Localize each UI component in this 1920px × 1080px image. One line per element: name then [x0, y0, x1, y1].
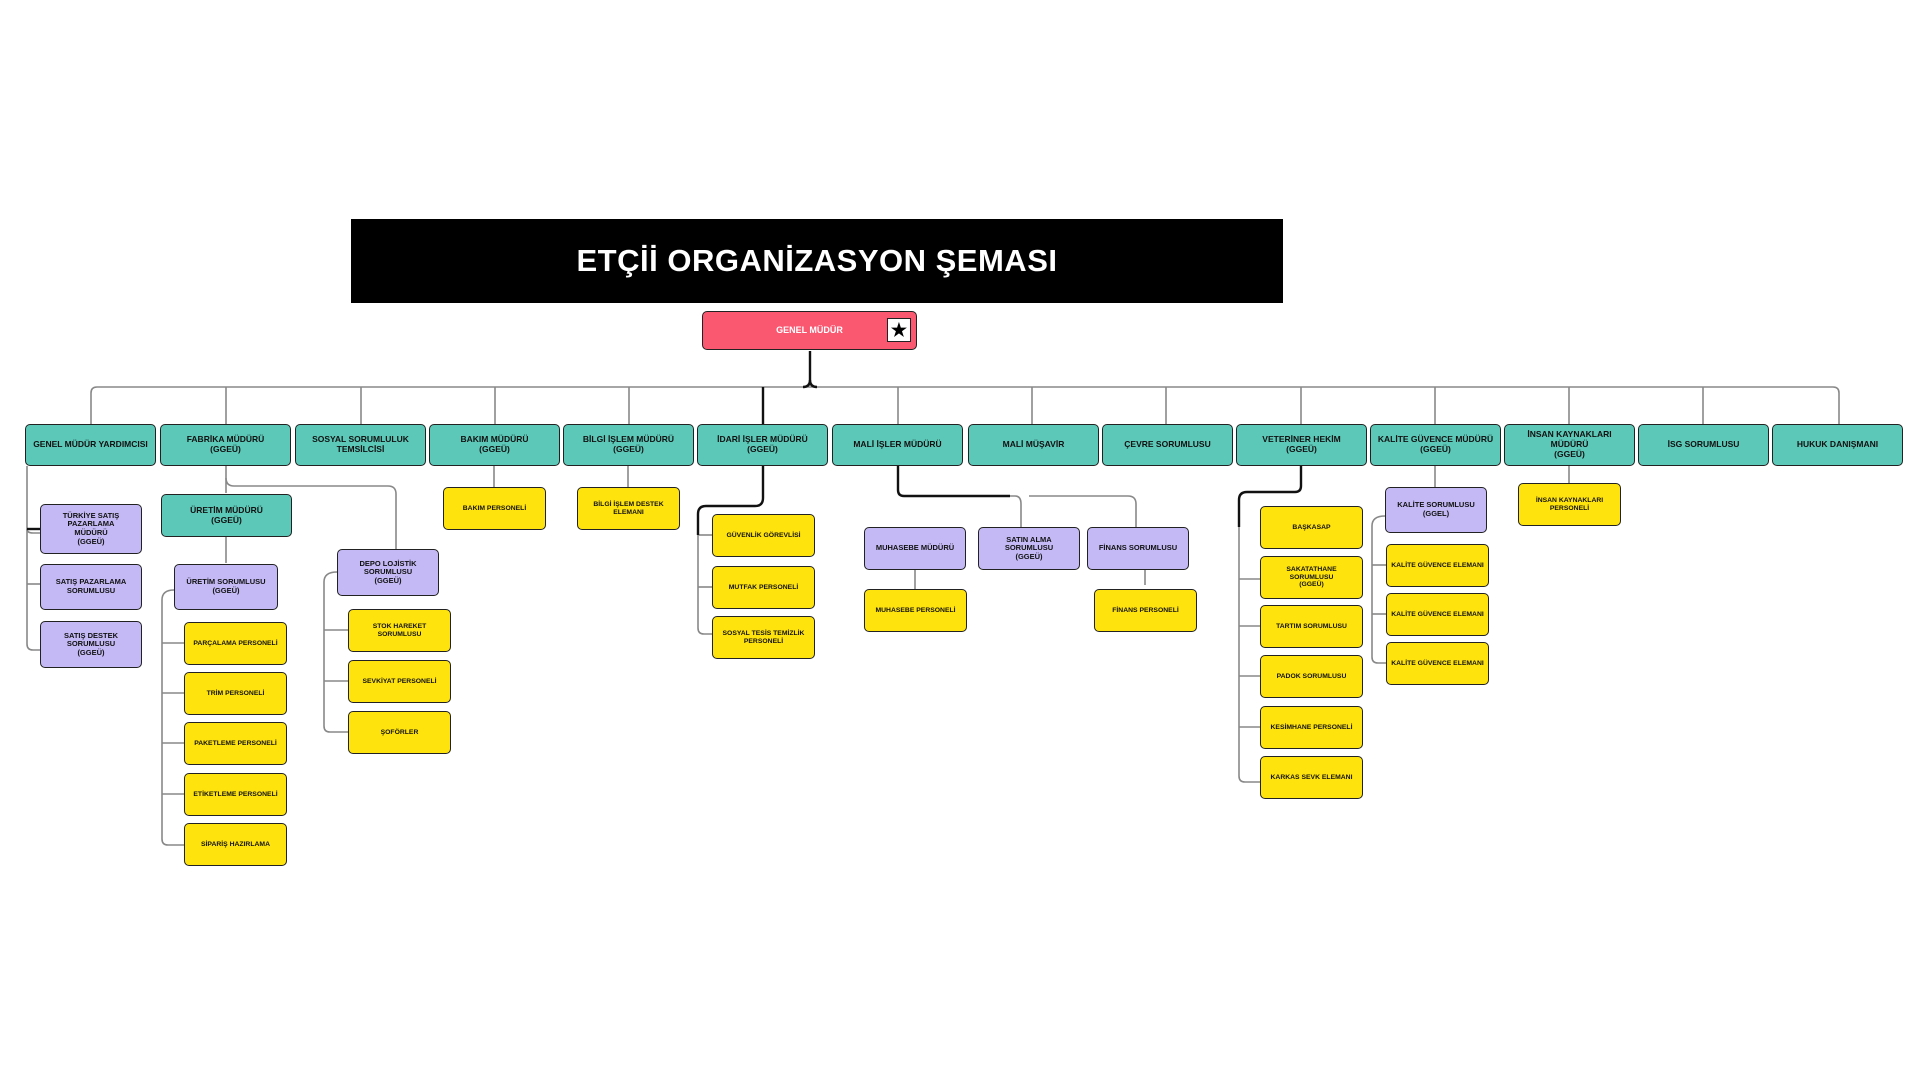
- node-bakim-muduru[interactable]: BAKIM MÜDÜRÜ (GGEÜ): [429, 424, 560, 466]
- node-cevre-sorumlusu[interactable]: ÇEVRE SORUMLUSU: [1102, 424, 1233, 466]
- node-baskasap[interactable]: BAŞKASAP: [1260, 506, 1363, 549]
- root-general-manager[interactable]: GENEL MÜDÜR ★: [702, 311, 917, 350]
- star-icon: ★: [887, 318, 911, 342]
- node-sakatathane[interactable]: SAKATATHANE SORUMLUSU (GGEÜ): [1260, 556, 1363, 599]
- node-muhasebe-muduru[interactable]: MUHASEBE MÜDÜRÜ: [864, 527, 966, 570]
- node-karkas[interactable]: KARKAS SEVK ELEMANI: [1260, 756, 1363, 799]
- node-parcalama[interactable]: PARÇALAMA PERSONELİ: [184, 622, 287, 665]
- node-etiketleme[interactable]: ETİKETLEME PERSONELİ: [184, 773, 287, 816]
- node-soforler[interactable]: ŞOFÖRLER: [348, 711, 451, 754]
- node-genel-mudur-yardimcisi[interactable]: GENEL MÜDÜR YARDIMCISI: [25, 424, 156, 466]
- node-sosyal-sorumluluk[interactable]: SOSYAL SORUMLULUK TEMSİLCİSİ: [295, 424, 426, 466]
- node-trim[interactable]: TRİM PERSONELİ: [184, 672, 287, 715]
- node-uretim-sorumlusu[interactable]: ÜRETİM SORUMLUSU (GGEÜ): [174, 564, 278, 610]
- node-kalite-guvence-muduru[interactable]: KALİTE GÜVENCE MÜDÜRÜ (GGEÜ): [1370, 424, 1501, 466]
- node-satis-destek[interactable]: SATIŞ DESTEK SORUMLUSU (GGEÜ): [40, 621, 142, 668]
- node-bilgi-islem-muduru[interactable]: BİLGİ İŞLEM MÜDÜRÜ (GGEÜ): [563, 424, 694, 466]
- node-sevkiyat[interactable]: SEVKİYAT PERSONELİ: [348, 660, 451, 703]
- node-finans-sorumlusu[interactable]: FİNANS SORUMLUSU: [1087, 527, 1189, 570]
- node-guvenlik[interactable]: GÜVENLİK GÖREVLİSİ: [712, 514, 815, 557]
- node-kalite-sorumlusu[interactable]: KALİTE SORUMLUSU (GGEL): [1385, 487, 1487, 533]
- node-turkiye-satis[interactable]: TÜRKİYE SATIŞ PAZARLAMA MÜDÜRÜ (GGEÜ): [40, 504, 142, 554]
- node-mutfak[interactable]: MUTFAK PERSONELİ: [712, 566, 815, 609]
- node-bilgi-islem-destek[interactable]: BİLGİ İŞLEM DESTEK ELEMANI: [577, 487, 680, 530]
- node-padok[interactable]: PADOK SORUMLUSU: [1260, 655, 1363, 698]
- node-fabrika-muduru[interactable]: FABRİKA MÜDÜRÜ (GGEÜ): [160, 424, 291, 466]
- node-kalite-eleman-3[interactable]: KALİTE GÜVENCE ELEMANI: [1386, 642, 1489, 685]
- node-siparis[interactable]: SİPARİŞ HAZIRLAMA: [184, 823, 287, 866]
- node-mali-musavir[interactable]: MALİ MÜŞAVİR: [968, 424, 1099, 466]
- node-satis-pazarlama[interactable]: SATIŞ PAZARLAMA SORUMLUSU: [40, 564, 142, 610]
- node-muhasebe-personeli[interactable]: MUHASEBE PERSONELİ: [864, 589, 967, 632]
- node-mali-isler-muduru[interactable]: MALİ İŞLER MÜDÜRÜ: [832, 424, 963, 466]
- node-paketleme[interactable]: PAKETLEME PERSONELİ: [184, 722, 287, 765]
- node-tartim[interactable]: TARTIM SORUMLUSU: [1260, 605, 1363, 648]
- node-finans-personeli[interactable]: FİNANS PERSONELİ: [1094, 589, 1197, 632]
- node-sosyal-tesis[interactable]: SOSYAL TESİS TEMİZLİK PERSONELİ: [712, 616, 815, 659]
- node-stok-hareket[interactable]: STOK HAREKET SORUMLUSU: [348, 609, 451, 652]
- root-label: GENEL MÜDÜR: [776, 325, 843, 336]
- node-uretim-muduru[interactable]: ÜRETİM MÜDÜRÜ (GGEÜ): [161, 494, 292, 537]
- node-bakim-personeli[interactable]: BAKIM PERSONELİ: [443, 487, 546, 530]
- node-depo-lojistik[interactable]: DEPO LOJİSTİK SORUMLUSU (GGEÜ): [337, 549, 439, 596]
- node-hukuk-danismani[interactable]: HUKUK DANIŞMANI: [1772, 424, 1903, 466]
- node-kalite-eleman-2[interactable]: KALİTE GÜVENCE ELEMANI: [1386, 593, 1489, 636]
- chart-title: ETÇİİ ORGANİZASYON ŞEMASI: [351, 219, 1283, 303]
- node-ik-personeli[interactable]: İNSAN KAYNAKLARI PERSONELİ: [1518, 483, 1621, 526]
- node-kesimhane[interactable]: KESİMHANE PERSONELİ: [1260, 706, 1363, 749]
- node-veteriner-hekim[interactable]: VETERİNER HEKİM (GGEÜ): [1236, 424, 1367, 466]
- node-insan-kaynaklari-muduru[interactable]: İNSAN KAYNAKLARI MÜDÜRÜ (GGEÜ): [1504, 424, 1635, 466]
- node-kalite-eleman-1[interactable]: KALİTE GÜVENCE ELEMANI: [1386, 544, 1489, 587]
- node-idari-isler-muduru[interactable]: İDARİ İŞLER MÜDÜRÜ (GGEÜ): [697, 424, 828, 466]
- node-isg-sorumlusu[interactable]: İSG SORUMLUSU: [1638, 424, 1769, 466]
- node-satin-alma[interactable]: SATIN ALMA SORUMLUSU (GGEÜ): [978, 527, 1080, 570]
